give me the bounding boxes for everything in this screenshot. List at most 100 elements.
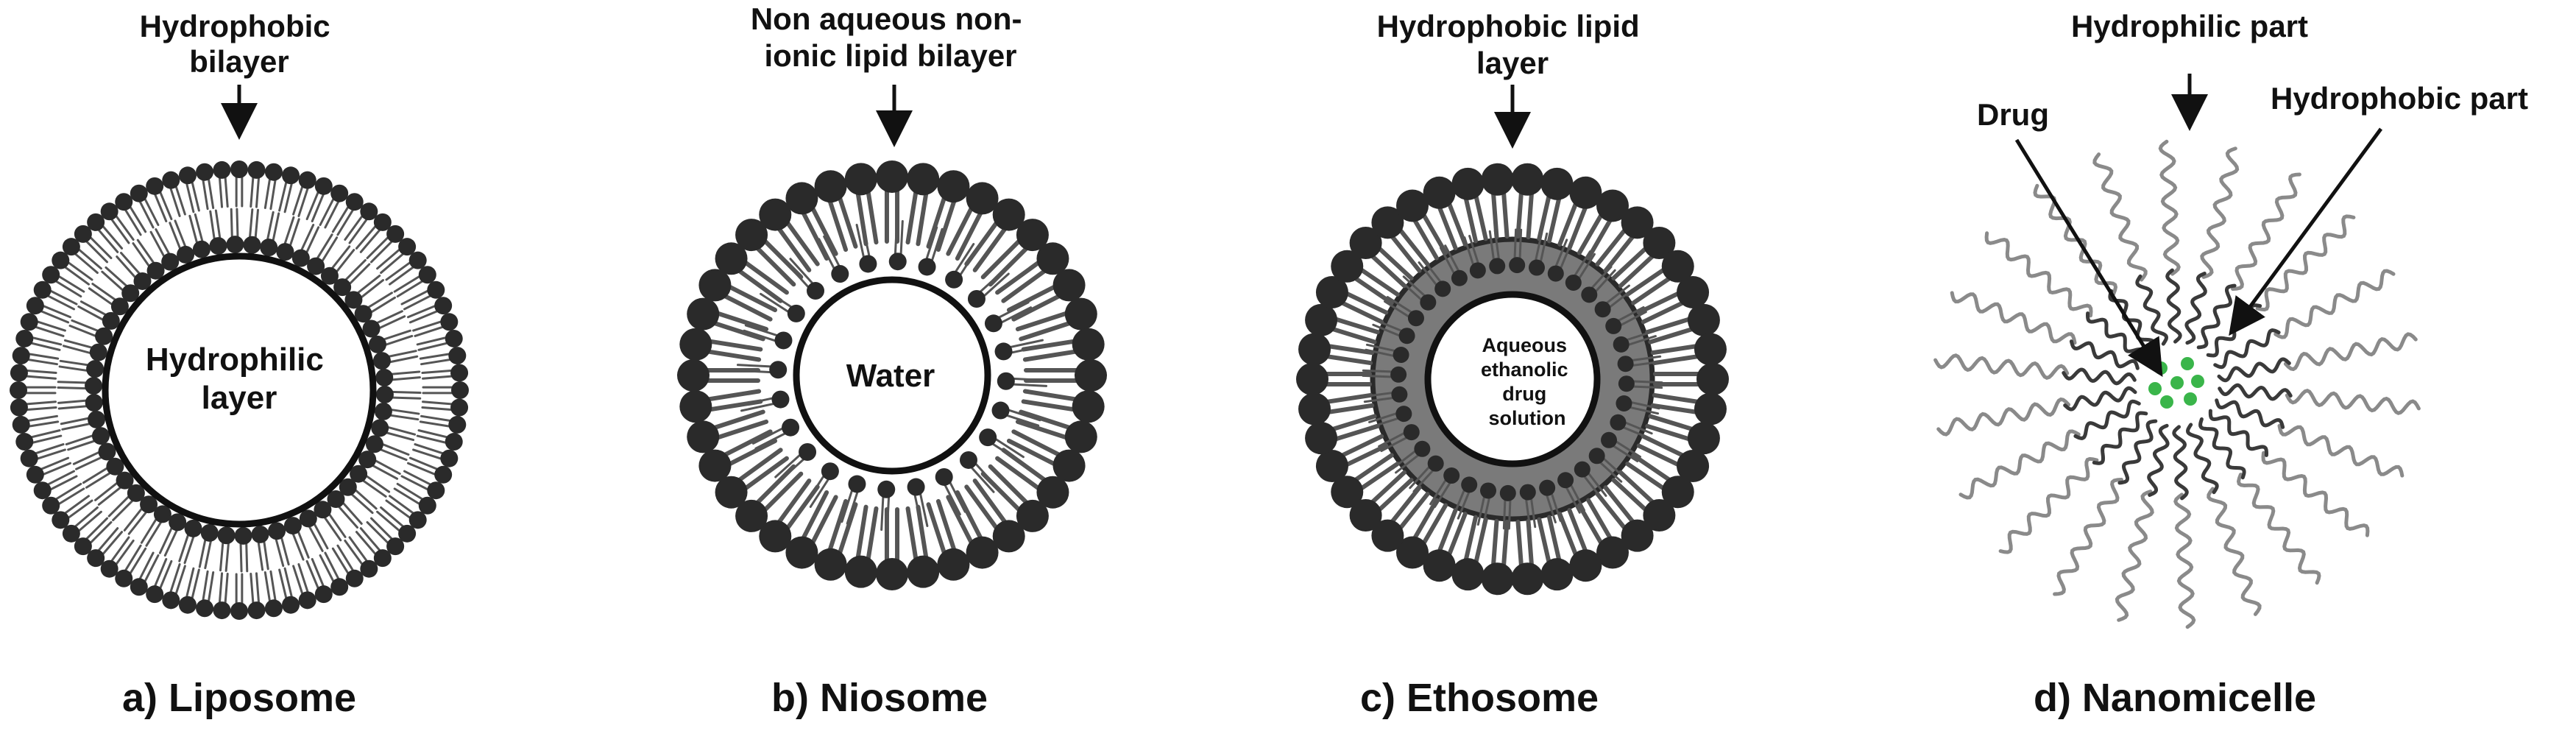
ethosome-outer-lipid-head: [1298, 333, 1331, 366]
niosome-inner-lipid-head: [799, 442, 817, 461]
liposome-outer-lipid-head: [418, 266, 436, 284]
liposome-inner-lipid-head: [276, 243, 294, 261]
liposome-inner-lipid-head: [98, 442, 116, 461]
ethosome-inner-lipid-head: [1391, 386, 1408, 403]
micelle-hydrophobic-chain: [2063, 386, 2137, 412]
ethosome-inner-lipid-head: [1443, 467, 1460, 484]
liposome-outer-lipid-head: [196, 163, 214, 181]
niosome-inner-lipid-head: [859, 255, 877, 273]
ethosome-inner-lipid-head: [1398, 328, 1415, 345]
niosome-inner-lipid-head: [984, 314, 1002, 333]
ethosome-inner-lipid-head: [1509, 257, 1526, 274]
liposome-outer-lipid-head: [12, 415, 30, 434]
niosome-outer-lipid-head: [992, 520, 1025, 553]
ethosome-outer-lipid-head: [1315, 450, 1348, 483]
ethosome-outer-lipid-head: [1540, 558, 1574, 591]
liposome-inner-lipid-head: [283, 517, 302, 535]
drug-particle: [2184, 392, 2197, 406]
liposome-outer-lipid-head: [398, 238, 417, 256]
ethosome-outer-lipid-head: [1540, 167, 1574, 200]
liposome-inner-lipid-head: [251, 525, 269, 543]
ethosome-outer-lipid-head: [1596, 189, 1629, 222]
niosome-inner-lipid-head: [994, 342, 1013, 361]
liposome-inner-lipid-head: [89, 343, 107, 361]
ethosome-inner-lipid-head: [1610, 414, 1627, 431]
ethosome-inner-lipid-head: [1461, 476, 1478, 493]
liposome-caption: a) Liposome: [122, 676, 356, 720]
liposome-inner-label: Hydrophilic layer: [146, 342, 333, 416]
liposome-outer-lipid-head: [10, 364, 28, 382]
nanomicelle-diagram: [1933, 139, 2421, 629]
liposome-outer-lipid-head: [408, 251, 427, 269]
micelle-hydrophobic-chain: [2198, 417, 2246, 480]
niosome-inner-lipid-head: [907, 478, 925, 496]
liposome-outer-lipid-head: [130, 578, 148, 596]
ethosome-inner-lipid-head: [1390, 366, 1407, 383]
micelle-hydrophobic-chain: [2215, 398, 2285, 429]
ethosome-outer-lipid-head: [1661, 476, 1694, 509]
ethosome-outer-lipid-head: [1451, 167, 1485, 200]
liposome-outer-lipid-head: [52, 511, 70, 529]
liposome-inner-lipid-head: [291, 249, 310, 267]
niosome-outer-lipid-head: [907, 163, 940, 196]
niosome-outer-lipid-head: [907, 555, 940, 588]
drug-particle: [2160, 395, 2173, 409]
niosome-outer-lipid-head: [679, 328, 712, 361]
liposome-outer-lipid-head: [448, 347, 467, 365]
ethosome-inner-lipid-head: [1427, 455, 1444, 472]
micelle-hydrophobic-chain: [2062, 367, 2137, 386]
ethosome-outer-lipid-head: [1596, 536, 1629, 569]
ethosome-outer-lipid-head: [1481, 562, 1514, 596]
niosome-inner-lipid-head: [774, 331, 793, 350]
ethosome-outer-lipid-head: [1423, 549, 1456, 582]
niosome-inner-lipid-head: [821, 462, 839, 481]
micelle-hydrophilic-chain: [2115, 490, 2154, 622]
liposome-outer-lipid-head: [247, 160, 266, 179]
ethosome-inner-lipid-head: [1601, 431, 1618, 448]
liposome-inner-lipid-head: [146, 261, 165, 280]
liposome-outer-lipid-head: [146, 585, 164, 604]
liposome-inner-lipid-head: [320, 266, 339, 285]
liposome-outer-lipid-head: [451, 381, 469, 399]
ethosome-inner-lipid-head: [1393, 347, 1409, 364]
micelle-hydrophobic-chain: [2135, 274, 2169, 346]
ethosome-inner-lipid-head: [1480, 482, 1497, 499]
liposome-outer-lipid-head: [26, 297, 44, 315]
micelle-hydrophilic-chain: [1958, 429, 2081, 500]
micelle-hydrophilic-chain: [2207, 487, 2262, 616]
niosome-outer-lipid-head: [677, 359, 710, 392]
liposome-inner-lipid-head: [375, 368, 394, 386]
liposome-inner-lipid-head: [88, 410, 106, 428]
niosome-outer-lipid-head: [785, 536, 818, 569]
liposome-outer-lipid-head: [74, 537, 92, 556]
niosome-outer-lipid-head: [698, 269, 732, 302]
ethosome-outer-lipid-head: [1349, 499, 1382, 532]
ethosome-outer-lipid-head: [1511, 562, 1544, 596]
liposome-inner-lipid-head: [354, 305, 372, 323]
ethosome-inner-lipid-head: [1414, 440, 1431, 457]
micelle-hydrophobic-chain: [2218, 383, 2293, 401]
liposome-inner-lipid-head: [299, 509, 317, 528]
ethosome-inner-lipid-head: [1616, 395, 1632, 412]
niosome-inner-label: Water: [846, 358, 935, 394]
liposome-inner-lipid-head: [177, 245, 195, 264]
niosome-outer-lipid-head: [735, 219, 768, 252]
niosome-inner-lipid-head: [782, 418, 800, 437]
liposome-outer-lipid-head: [373, 549, 392, 568]
niosome-outer-lipid-head: [1016, 499, 1049, 532]
liposome-inner-lipid-head: [209, 237, 227, 255]
liposome-outer-lipid-head: [345, 569, 364, 587]
liposome-outer-lipid-head: [398, 524, 417, 543]
ethosome-outer-lipid-head: [1643, 226, 1676, 259]
ethosome-outer-lipid-head: [1696, 363, 1729, 395]
liposome-inner-lipid-head: [106, 457, 124, 476]
ethosome-inner-lipid-head: [1395, 406, 1412, 423]
liposome-outer-lipid-head: [115, 193, 133, 211]
niosome-panel: Non aqueous non- ionic lipid bilayer Wat…: [677, 1, 1107, 720]
liposome-inner-lipid-head: [217, 526, 236, 545]
ethosome-outer-lipid-head: [1349, 226, 1382, 259]
liposome-outer-lipid-head: [42, 496, 60, 515]
ethosome-inner-lipid-head: [1594, 301, 1611, 318]
micelle-hydrophilic-chain: [2200, 146, 2240, 279]
niosome-inner-lipid-head: [888, 253, 907, 271]
